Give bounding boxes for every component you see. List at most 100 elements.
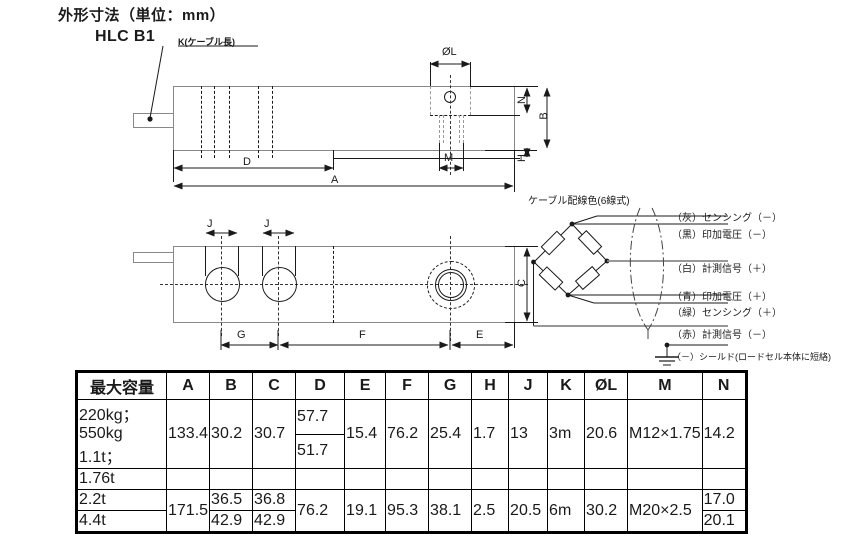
cell-f-spacer — [385, 468, 430, 490]
mounting-hole-1 — [205, 267, 240, 302]
section-line-4 — [258, 86, 259, 158]
legend-item-gray-sensing-neg: （灰）センシング（－） — [672, 213, 782, 224]
table-row: 1.76t — [77, 468, 746, 490]
cell-j-bottom: 20.5 — [508, 489, 549, 532]
dim-label-b: B — [538, 112, 550, 120]
body-step-line — [333, 158, 515, 159]
col-header-b: B — [209, 372, 254, 400]
cell-n-r4: 20.1 — [701, 510, 746, 532]
plan-horizontal-centerline — [160, 284, 528, 285]
cell-f-top: 76.2 — [385, 399, 430, 469]
capacity-line-1: 220kg；550kg — [79, 407, 139, 442]
dim-label-n: N — [516, 96, 528, 104]
ext-line-top — [470, 86, 538, 87]
cell-a-spacer — [165, 468, 211, 490]
ext-line-d-left — [173, 150, 174, 182]
cell-g-top: 25.4 — [428, 399, 473, 469]
cell-d-spacer — [295, 468, 346, 490]
hole2-tangent-left — [262, 246, 263, 276]
dim-label-m: M — [444, 152, 454, 164]
mounting-hole-2 — [262, 267, 297, 302]
cell-k-top: 3m — [547, 399, 586, 469]
legend-item-green-sensing-pos: （緑）センシング（＋） — [672, 308, 782, 319]
hole2-tangent-right — [295, 246, 296, 276]
thread-left-b — [443, 115, 444, 143]
cell-f-bottom: 95.3 — [385, 489, 430, 532]
body-left-edge — [173, 86, 174, 151]
cell-b-spacer — [209, 468, 254, 490]
cable-stub-end — [133, 113, 134, 128]
thread-right-b — [463, 115, 464, 143]
hole1-tangent-right — [238, 246, 239, 276]
ext-line-m-right — [463, 143, 464, 171]
cell-c-spacer — [252, 468, 297, 490]
dim-label-j2: J — [264, 218, 270, 230]
counterbore-left — [430, 86, 431, 115]
col-header-j: J — [508, 372, 549, 400]
hole2-centerline — [278, 236, 279, 336]
cell-e-bottom: 19.1 — [344, 489, 387, 532]
section-line-2 — [214, 86, 215, 158]
ext-line-l-left — [430, 62, 431, 86]
cable-length-note: K(ケーブル長) — [178, 37, 235, 47]
plan-top-edge — [173, 246, 515, 247]
wiring-diagram-title: ケーブル配線色(6線式) — [528, 196, 630, 207]
plan-section-line — [333, 246, 334, 323]
cell-c-r4: 42.9 — [252, 510, 297, 532]
cell-diameter-l-bottom: 30.2 — [584, 489, 629, 532]
ext-line-c-top — [505, 246, 538, 247]
cable-stub-top — [133, 113, 174, 114]
thread-right-a — [459, 115, 460, 143]
ext-line-l-right — [470, 62, 471, 86]
table-row: 220kg；550kg 1.1t； 133.4 30.2 30.7 57.7 1… — [77, 399, 746, 469]
col-header-diameter-l: ØL — [584, 372, 629, 400]
col-header-n: N — [701, 372, 746, 400]
dim-label-d: D — [243, 156, 251, 168]
ext-line-h-bottom — [485, 158, 520, 159]
col-header-m: M — [627, 372, 703, 400]
plan-cable-stub-end — [133, 252, 134, 263]
hole1-tangent-left — [205, 246, 206, 276]
plan-cable-stub-bottom — [133, 262, 174, 263]
cell-n-top: 14.2 — [701, 399, 746, 469]
cell-b-top: 30.2 — [209, 399, 254, 469]
ext-line-n-bottom — [470, 115, 520, 116]
legend-item-red-signal-neg: （赤）計測信号（－） — [672, 330, 772, 341]
cell-capacity-group2: 1.76t — [77, 468, 167, 490]
ext-line-a-right — [514, 158, 515, 192]
table-header-row: 最大容量 A B C D E F G H J K ØL M N — [77, 372, 746, 400]
col-header-capacity: 最大容量 — [77, 372, 167, 400]
cell-m-bottom: M20×2.5 — [627, 489, 703, 532]
body-right-edge — [514, 86, 515, 151]
body-top-edge — [173, 86, 515, 87]
cell-k-bottom: 6m — [547, 489, 586, 532]
col-header-f: F — [385, 372, 430, 400]
hole1-centerline — [221, 236, 222, 336]
cell-k-spacer — [547, 468, 586, 490]
cell-diameter-l-top: 20.6 — [584, 399, 629, 469]
cell-a-bottom: 171.5 — [165, 489, 211, 532]
col-header-k: K — [547, 372, 586, 400]
legend-item-white-signal-pos: （白）計測信号（＋） — [672, 264, 772, 275]
section-line-1 — [201, 86, 202, 158]
legend-item-shield: （－）シールド(ロードセル本体に短絡) — [672, 352, 831, 362]
body-bottom-edge — [173, 150, 515, 151]
cell-diameter-l-spacer — [584, 468, 629, 490]
dim-label-e: E — [476, 329, 484, 341]
col-header-a: A — [165, 372, 211, 400]
cell-d-r1: 57.7 — [295, 399, 346, 435]
cell-a-top: 133.4 — [165, 399, 211, 469]
cell-m-spacer — [627, 468, 703, 490]
plan-bottom-edge — [173, 322, 515, 323]
dim-label-a: A — [331, 174, 339, 186]
model-label: HLC B1 — [95, 28, 156, 45]
table-row: 51.7 — [78, 433, 746, 469]
dim-label-c: C — [516, 279, 528, 287]
legend-item-blue-excitation-pos: （青）印加電圧（＋） — [672, 292, 772, 303]
page-title: 外形寸法（単位：mm） — [58, 7, 226, 24]
dim-label-f: F — [359, 329, 366, 341]
cable-stub-bottom — [133, 127, 174, 128]
section-line-3 — [229, 86, 230, 158]
spec-table-wrapper: 最大容量 A B C D E F G H J K ØL M N 220kg；55… — [75, 370, 748, 534]
cell-capacity-group4: 4.4t — [77, 510, 167, 532]
